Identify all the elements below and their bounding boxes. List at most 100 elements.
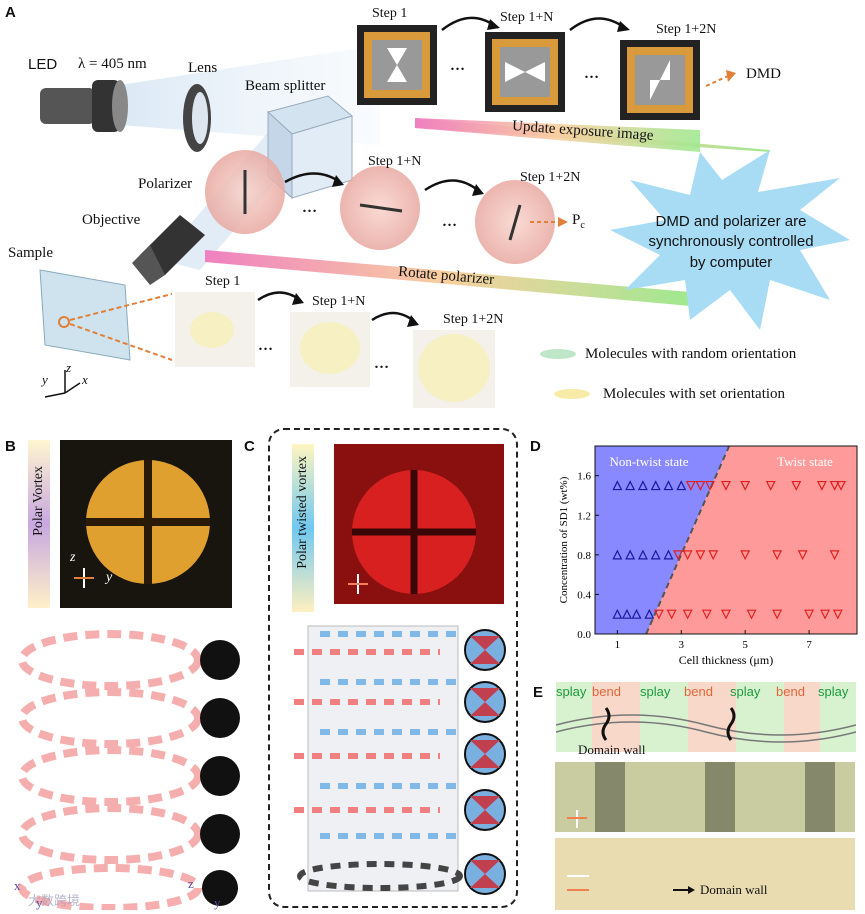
- x-tick-label: 5: [742, 639, 748, 651]
- non-twist-point: [612, 549, 623, 560]
- beam-splitter-icon: [266, 95, 354, 200]
- twist-point: [820, 609, 831, 620]
- twisted-vortex-bar: [292, 444, 314, 612]
- axis-x-label: x: [82, 372, 88, 387]
- dmd-ellipsis-1: …: [450, 58, 465, 74]
- label-bend-3: bend: [776, 684, 805, 699]
- burst-text: DMD and polarizer are synchronously cont…: [648, 213, 814, 271]
- domain-wall-label-2: Domain wall: [700, 882, 768, 897]
- twist-point: [772, 550, 783, 561]
- step-arrow-1: [441, 16, 496, 31]
- sample-ellipsis-2: …: [374, 356, 389, 372]
- twist-point: [772, 609, 783, 620]
- region-label-twist: Twist state: [777, 454, 833, 469]
- lens-icon: [183, 84, 211, 152]
- y-tick-label: 0.4: [577, 589, 591, 601]
- legend-random-swatch: [540, 349, 576, 359]
- twist-point: [804, 609, 815, 620]
- beam-splitter-label: Beam splitter: [245, 78, 326, 94]
- legend-random-text: Molecules with random orientation: [585, 346, 797, 362]
- y-tick-label: 1.2: [577, 510, 591, 522]
- non-twist-point: [663, 480, 674, 491]
- label-bend-1: bend: [592, 684, 621, 699]
- pol-step-2: Step 1+N: [368, 154, 422, 169]
- dmd-step-1: Step 1: [372, 6, 408, 21]
- twisted-vortex-image: [334, 444, 504, 604]
- twist-point: [653, 609, 664, 620]
- axis-z-label: z: [66, 360, 72, 375]
- twist-point: [746, 609, 757, 620]
- label-splay-2: splay: [640, 684, 671, 699]
- polarizer-label: Polarizer: [138, 176, 193, 192]
- non-twist-point: [621, 608, 632, 619]
- dmd-ellipsis-2: …: [584, 66, 599, 82]
- twist-point: [791, 480, 802, 491]
- twisted-vortex-title: Polar twisted vortex: [295, 456, 310, 569]
- twist-point: [695, 550, 706, 561]
- polar-vortex-image: [60, 440, 232, 608]
- polar-vortex-z: z: [70, 550, 76, 565]
- dmd-label: DMD: [746, 66, 782, 82]
- lambda-label: λ = 405 nm: [78, 56, 147, 72]
- legend-set-text: Molecules with set orientation: [603, 386, 786, 402]
- x-tick-label: 7: [806, 639, 812, 651]
- panel-a-illustration: [39, 16, 850, 408]
- dmd-step-3: Step 1+2N: [656, 22, 717, 37]
- twisted-corner-z: z: [188, 876, 194, 891]
- pol-ellipsis-1: …: [302, 200, 317, 216]
- y-tick-label: 0.0: [577, 629, 591, 641]
- twist-point: [765, 480, 776, 491]
- non-twist-point: [625, 549, 636, 560]
- twist-point: [740, 480, 751, 491]
- twist-point: [682, 550, 693, 561]
- twisted-vortex-arrows: [294, 625, 506, 895]
- twist-point: [705, 480, 715, 491]
- region-label-non-twist: Non-twist state: [609, 454, 688, 469]
- label-splay-4: splay: [818, 684, 849, 699]
- non-twist-point: [612, 608, 623, 619]
- dmd-step-2: Step 1+N: [500, 10, 554, 25]
- objective-label: Objective: [82, 212, 141, 228]
- non-twist-point: [650, 480, 661, 491]
- twist-point: [708, 550, 719, 561]
- region-non-twist: [595, 446, 730, 634]
- plot-frame: [594, 445, 858, 635]
- twist-point: [797, 550, 808, 561]
- led-icon: [40, 80, 128, 132]
- region-twist: [646, 446, 857, 634]
- domain-wall-label-1: Domain wall: [578, 742, 646, 757]
- x-axis-label: Cell thickness (μm): [679, 653, 773, 667]
- twist-point: [682, 609, 693, 620]
- twist-point: [721, 609, 731, 620]
- non-twist-point: [625, 480, 636, 491]
- pol-ellipsis-2: …: [442, 214, 457, 230]
- vortex-corner-x: x: [14, 878, 21, 893]
- twist-point: [832, 609, 843, 620]
- twisted-corner-y: y: [214, 895, 221, 910]
- polarizer-1: [205, 150, 285, 234]
- vortex-corner-y: y: [36, 895, 43, 910]
- axes-icon: [44, 370, 81, 398]
- panel-label-a: A: [5, 4, 16, 21]
- twist-point: [701, 609, 712, 620]
- objective-icon: [132, 215, 205, 285]
- label-splay-1: splay: [556, 684, 587, 699]
- twist-point: [666, 609, 677, 620]
- non-twist-point: [612, 480, 623, 491]
- dmd-arrow: [705, 75, 729, 87]
- legend-set-swatch: [554, 389, 590, 399]
- lens-label: Lens: [188, 60, 218, 76]
- twist-point: [829, 480, 840, 491]
- twist-point: [673, 550, 684, 561]
- twist-point: [740, 550, 751, 561]
- dmd-frame-3: [620, 40, 700, 120]
- polar-vortex-bar: [28, 440, 50, 608]
- panel-label-d: D: [530, 438, 541, 455]
- twist-point: [695, 480, 706, 491]
- polarizer-3: [475, 180, 555, 264]
- axis-y-label: y: [42, 372, 48, 387]
- boundary-line: [645, 445, 731, 635]
- polar-vortex-y: y: [106, 570, 113, 585]
- label-bend-2: bend: [684, 684, 713, 699]
